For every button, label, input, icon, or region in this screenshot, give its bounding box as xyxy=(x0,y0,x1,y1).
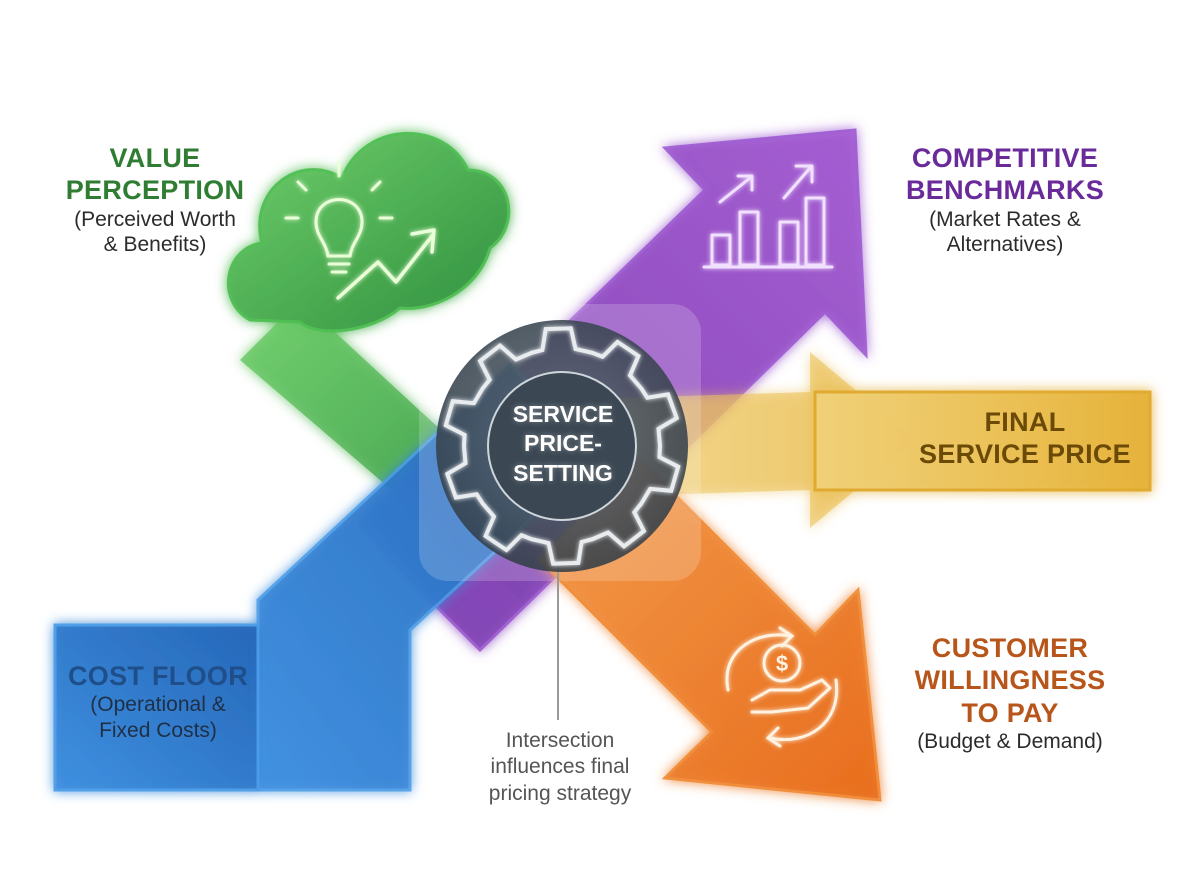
gear-outline xyxy=(443,326,681,566)
gear-icon xyxy=(443,326,681,566)
bar-chart-icon xyxy=(702,164,834,269)
value-perception-title: VALUE PERCEPTION xyxy=(65,143,245,206)
final-price-title: FINAL SERVICE PRICE xyxy=(919,407,1131,470)
cost-floor-label: COST FLOOR (Operational & Fixed Costs) xyxy=(60,660,256,743)
final-price-label: FINAL SERVICE PRICE xyxy=(905,406,1145,471)
dollar-sign: $ xyxy=(776,651,788,676)
intersection-note: Intersection influences final pricing st… xyxy=(488,729,632,805)
value-perception-subtitle: (Perceived Worth & Benefits) xyxy=(74,207,236,256)
cost-floor-subtitle: (Operational & Fixed Costs) xyxy=(90,693,226,742)
center-hub xyxy=(436,320,688,572)
value-perception-label: VALUE PERCEPTION (Perceived Worth & Bene… xyxy=(40,142,270,257)
hand-icon xyxy=(750,678,832,714)
competitive-benchmarks-label: COMPETITIVE BENCHMARKS (Market Rates & A… xyxy=(880,142,1130,257)
trend-up-arrow-icon xyxy=(336,228,436,300)
cycle-arrows-icon xyxy=(725,626,839,748)
cost-floor-block xyxy=(53,623,260,792)
value-perception-cloud xyxy=(226,131,511,333)
cost-floor-title: COST FLOOR xyxy=(68,661,248,691)
willingness-label: CUSTOMER WILLINGNESS TO PAY (Budget & De… xyxy=(890,632,1130,754)
competitive-benchmarks-title: COMPETITIVE BENCHMARKS xyxy=(906,143,1104,206)
competitive-benchmarks-subtitle: (Market Rates & Alternatives) xyxy=(929,207,1081,256)
lightbulb-icon xyxy=(284,162,394,274)
center-title: SERVICE PRICE- SETTING xyxy=(512,401,614,486)
willingness-subtitle: (Budget & Demand) xyxy=(917,730,1103,754)
willingness-title: CUSTOMER WILLINGNESS TO PAY xyxy=(914,633,1106,728)
